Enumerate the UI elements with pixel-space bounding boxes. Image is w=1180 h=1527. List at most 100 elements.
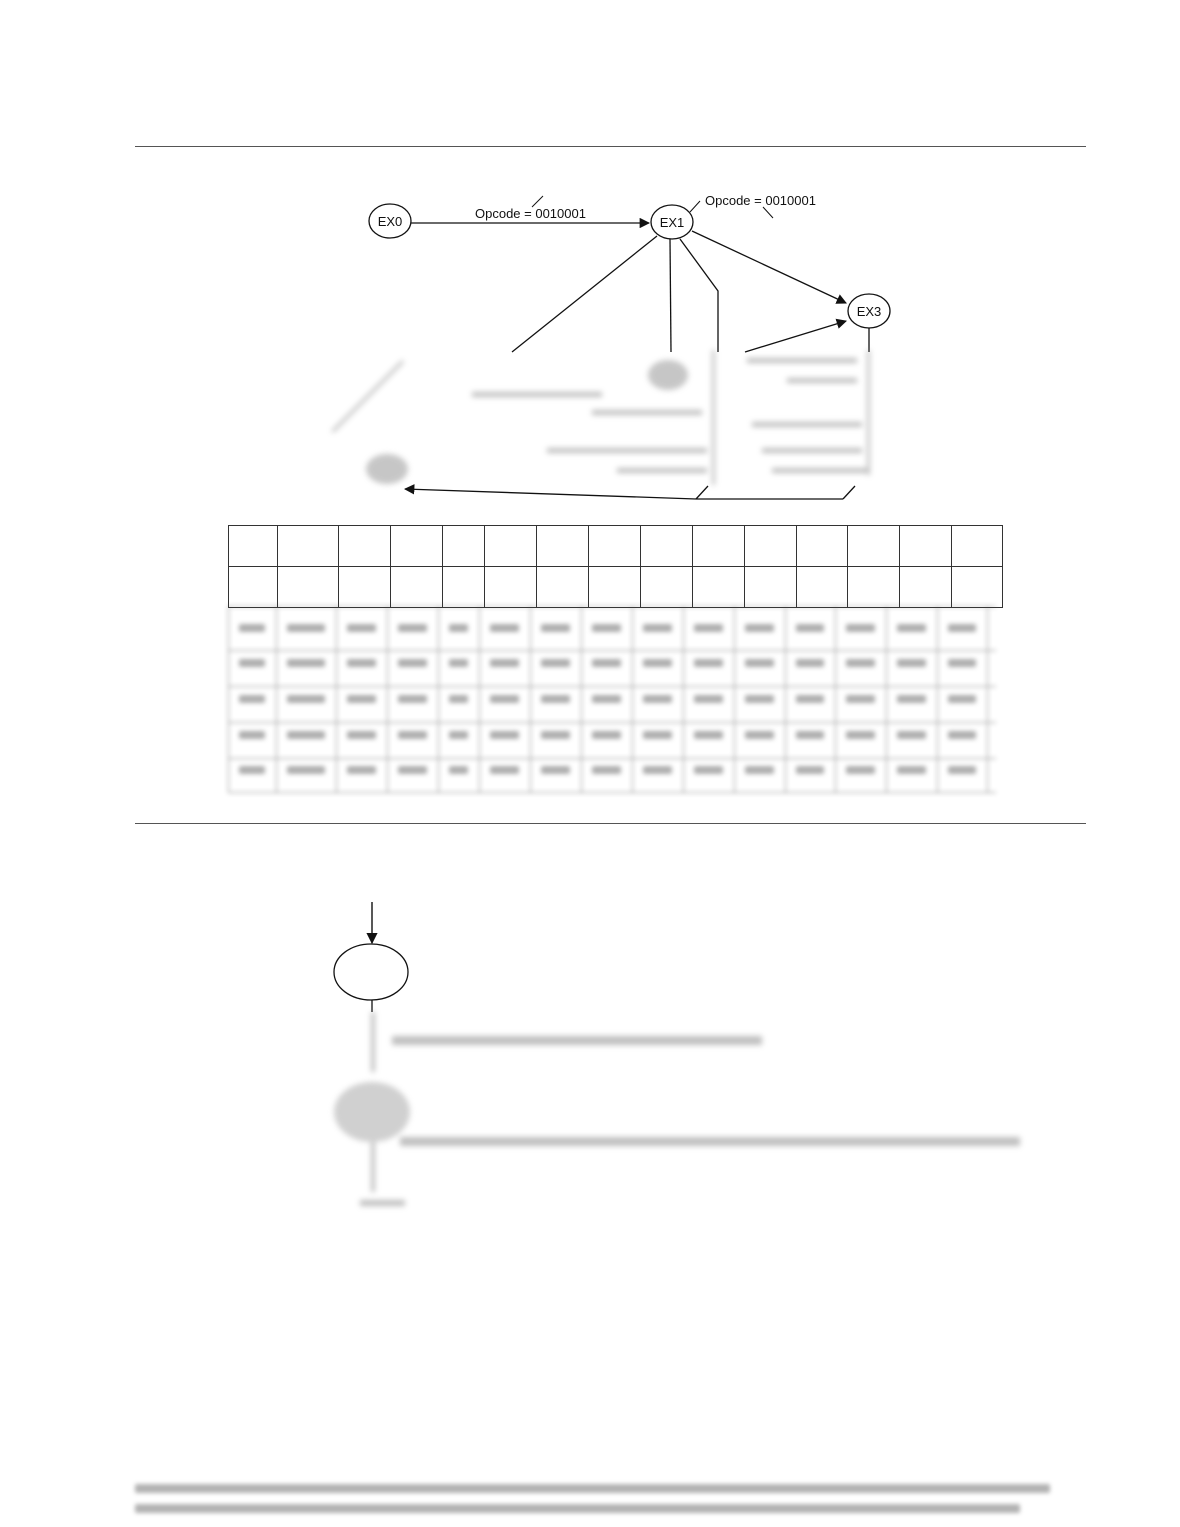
- obscured-table-cell: [347, 766, 376, 774]
- obscured-table-cell: [897, 624, 926, 632]
- state-label-ex3: EX3: [857, 304, 882, 319]
- obscured-table-cell: [694, 731, 723, 739]
- obscured-table-column-rule: [530, 606, 531, 792]
- obscured-table-rule: [228, 792, 996, 793]
- obscured-table-cell: [592, 766, 621, 774]
- obscured-table-cell: [398, 766, 427, 774]
- obscured-table-cell: [745, 659, 774, 667]
- return-line-bottom: [403, 484, 697, 500]
- obscured-table-cell: [948, 731, 976, 739]
- obscured-table-column-rule: [785, 606, 786, 792]
- obscured-table-column-rule: [387, 606, 388, 792]
- obscured-table-cell: [490, 659, 519, 667]
- obscured-table-column-rule: [886, 606, 887, 792]
- obscured-table-cell: [449, 731, 468, 739]
- obscured-table-rule: [228, 722, 996, 723]
- transition-ex1-down-left: [511, 235, 658, 353]
- obscured-table-cell: [846, 731, 875, 739]
- obscured-table-rule: [228, 758, 996, 759]
- obscured-table-cell: [846, 659, 875, 667]
- obscured-table-column-rule: [336, 606, 337, 792]
- obscured-table-cell: [897, 731, 926, 739]
- obscured-table-cell: [239, 766, 265, 774]
- return-line-left-riser: [695, 485, 709, 500]
- obscured-table-cell: [398, 659, 427, 667]
- obscured-table-cell: [796, 659, 824, 667]
- obscured-table-cell: [449, 695, 468, 703]
- obscured-table-cell: [745, 731, 774, 739]
- obscured-table-cell: [846, 624, 875, 632]
- obscured-table-cell: [541, 731, 570, 739]
- state-node-ex1: [650, 204, 694, 240]
- state-table: [228, 525, 1003, 608]
- obscured-table-cell: [643, 766, 672, 774]
- obscured-table-cell: [490, 695, 519, 703]
- condition-tick-ex1-right: [762, 206, 774, 219]
- obscured-table-cell: [239, 659, 265, 667]
- obscured-table-cell: [398, 731, 427, 739]
- state-diagram-top: EX0 EX1 EX3 Opcode = 0010001 Opcode = 00…: [368, 193, 891, 500]
- obscured-table-column-rule: [835, 606, 836, 792]
- obscured-table-cell: [490, 766, 519, 774]
- obscured-diagram-region: [331, 350, 877, 490]
- transition-ex1-right-bend: [679, 238, 719, 352]
- obscured-table-cell: [239, 624, 265, 632]
- obscured-table-cell: [643, 695, 672, 703]
- obscured-table-cell: [897, 695, 926, 703]
- obscured-table-cell: [287, 624, 325, 632]
- table-row: [228, 566, 1003, 608]
- obscured-table-cell: [347, 624, 376, 632]
- obscured-table-rule: [228, 650, 996, 651]
- top-divider: [135, 146, 1086, 147]
- obscured-table-cell: [796, 695, 824, 703]
- obscured-table-rows: [228, 606, 996, 793]
- condition-ex0-ex1: Opcode = 0010001: [475, 206, 586, 221]
- obscured-table-cell: [897, 766, 926, 774]
- obscured-table-column-rule: [438, 606, 439, 792]
- obscured-table-cell: [398, 695, 427, 703]
- obscured-table-cell: [948, 766, 976, 774]
- return-line-right-riser: [842, 485, 856, 500]
- transition-to-ex3-lower: [744, 318, 847, 353]
- obscured-table-rule: [228, 606, 996, 607]
- obscured-table-cell: [541, 766, 570, 774]
- obscured-table-cell: [541, 624, 570, 632]
- obscured-table-column-rule: [479, 606, 480, 792]
- condition-ex1: Opcode = 0010001: [705, 193, 816, 208]
- obscured-table-cell: [745, 766, 774, 774]
- obscured-table-cell: [347, 659, 376, 667]
- obscured-table-cell: [846, 695, 875, 703]
- obscured-table-cell: [287, 695, 325, 703]
- obscured-table-cell: [643, 624, 672, 632]
- obscured-table-cell: [694, 659, 723, 667]
- obscured-table-cell: [745, 695, 774, 703]
- obscured-table-cell: [694, 695, 723, 703]
- obscured-footer-text: [135, 1478, 1050, 1520]
- obscured-table-column-rule: [632, 606, 633, 792]
- obscured-table-cell: [948, 659, 976, 667]
- obscured-table-cell: [948, 624, 976, 632]
- obscured-table-cell: [287, 659, 325, 667]
- obscured-table-cell: [948, 695, 976, 703]
- state-node-ex0: [368, 203, 412, 239]
- obscured-table-column-rule: [228, 606, 229, 792]
- obscured-table-cell: [643, 659, 672, 667]
- obscured-table-cell: [239, 695, 265, 703]
- transition-ex1-down: [669, 238, 672, 353]
- obscured-table-column-rule: [581, 606, 582, 792]
- condition-tick-ex0-ex1: [531, 195, 544, 208]
- obscured-table-cell: [796, 731, 824, 739]
- obscured-table-cell: [897, 659, 926, 667]
- obscured-table-cell: [490, 731, 519, 739]
- obscured-table-cell: [398, 624, 427, 632]
- obscured-table-cell: [287, 766, 325, 774]
- obscured-table-column-rule: [276, 606, 277, 792]
- obscured-table-cell: [745, 624, 774, 632]
- state-node-bottom-start: [333, 943, 409, 1001]
- middle-divider: [135, 823, 1086, 824]
- obscured-table-cell: [694, 766, 723, 774]
- obscured-table-cell: [541, 659, 570, 667]
- obscured-table-cell: [449, 659, 468, 667]
- obscured-bottom-diagram: [330, 1012, 1030, 1212]
